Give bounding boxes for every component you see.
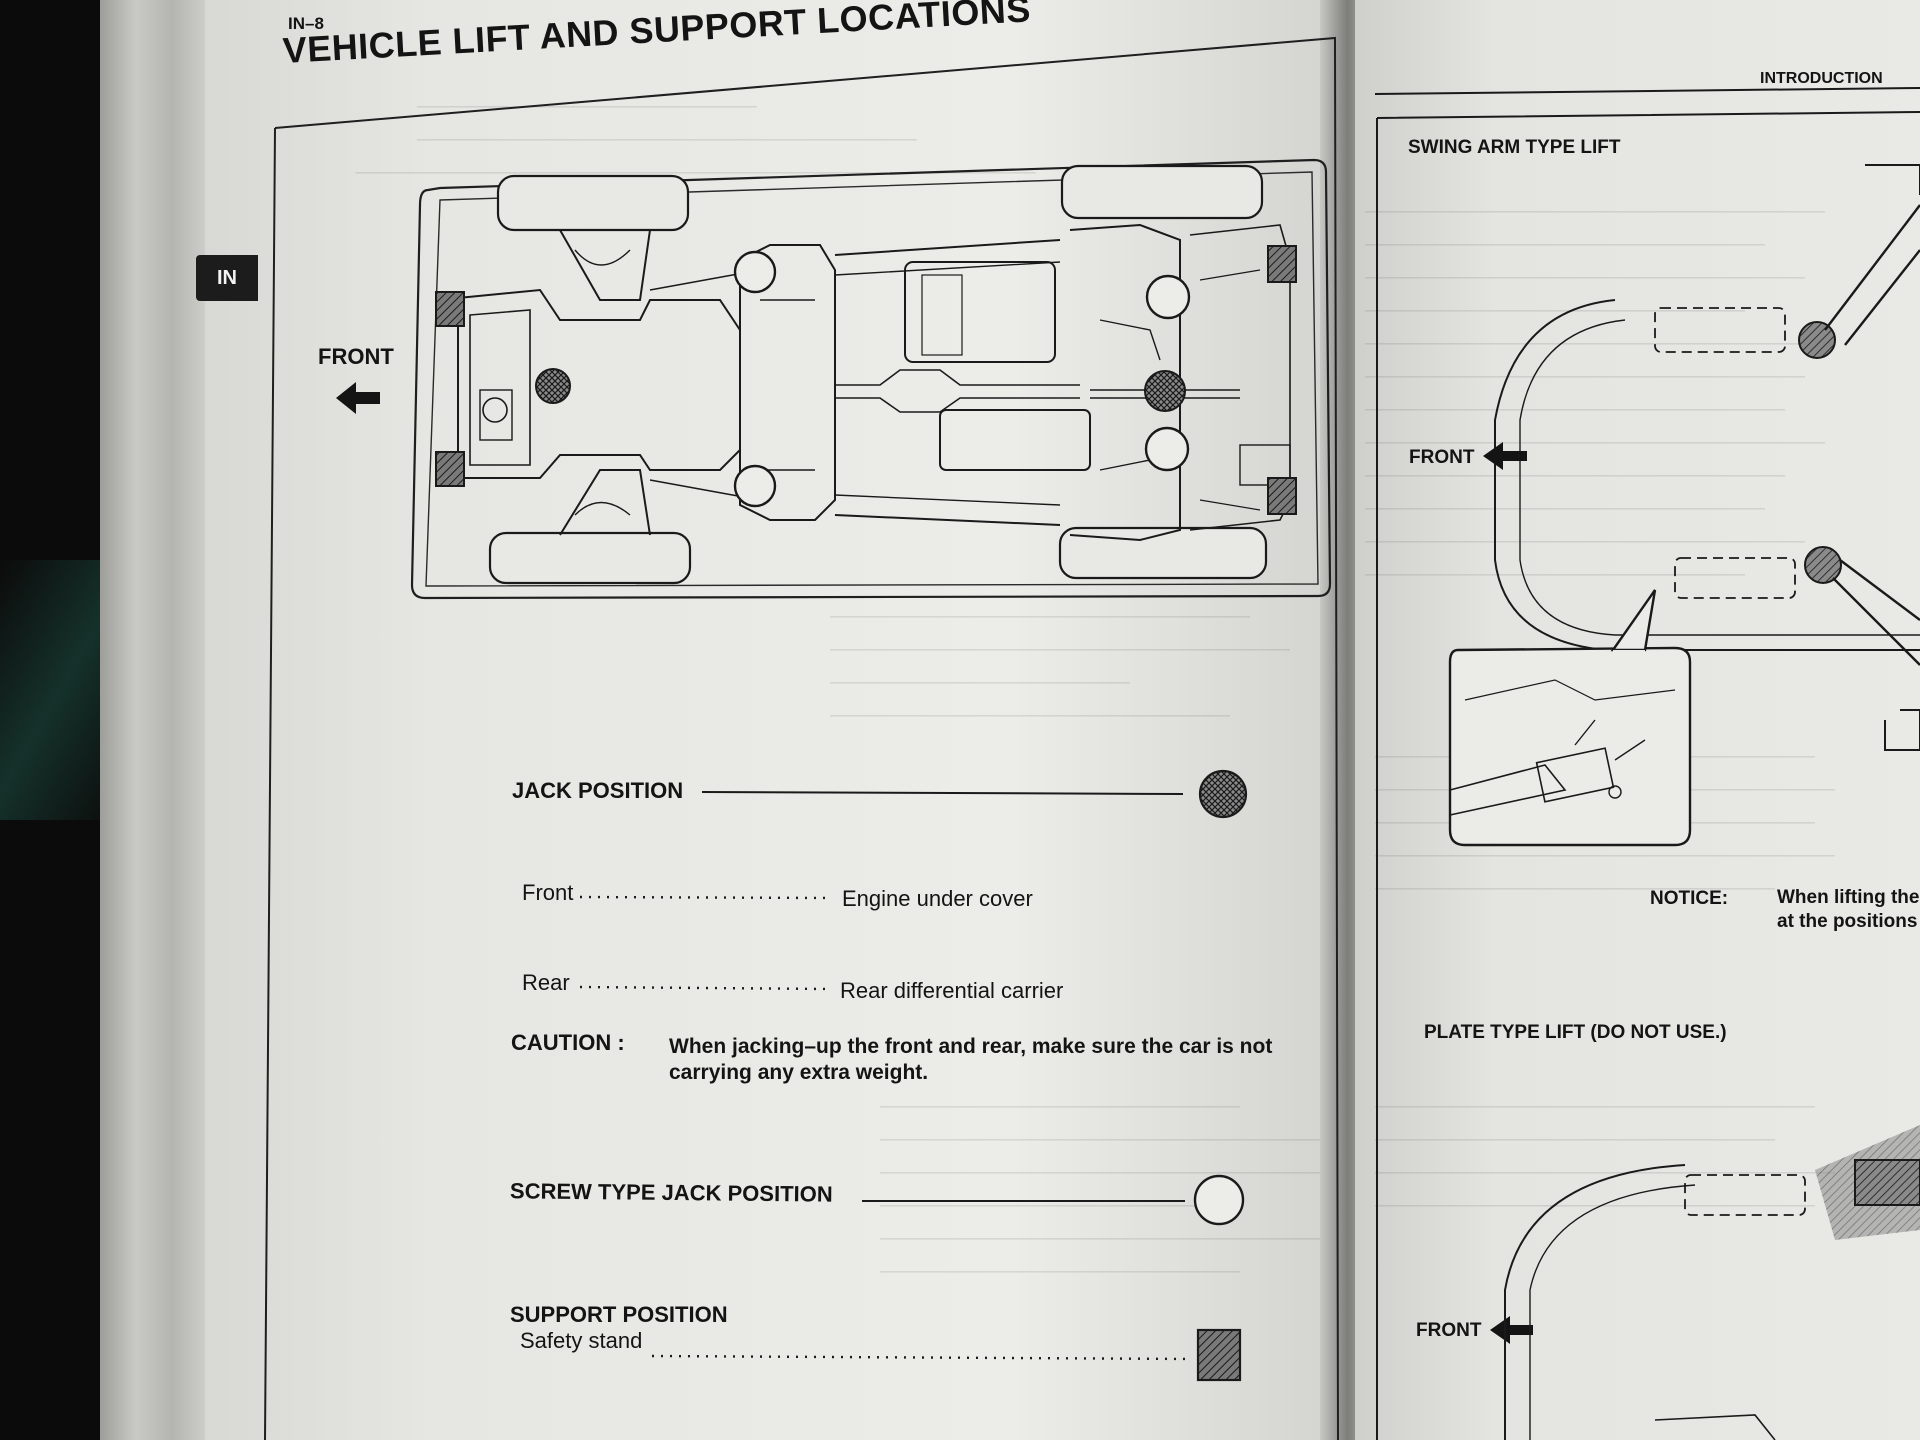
support-position-symbol — [1196, 1328, 1242, 1382]
front-right-wheel — [488, 531, 692, 585]
rear-value: Rear differential carrier — [840, 978, 1064, 1003]
notice-label: NOTICE: — [1650, 888, 1729, 909]
screw-jack-position — [733, 464, 777, 508]
support-position-label: SUPPORT POSITION — [510, 1302, 728, 1327]
plate-lift-title: PLATE TYPE LIFT (DO NOT USE.) — [1424, 1022, 1727, 1043]
support-position — [435, 451, 465, 487]
screw-jack-position-label: SCREW TYPE JACK POSITION — [509, 1178, 833, 1207]
caution-text: When jacking–up the front and rear, make… — [669, 1035, 1273, 1084]
rear-right-wheel — [1058, 526, 1268, 580]
front-arrow-icon — [1483, 442, 1527, 470]
right-page: ——————————————————————— ————————————————… — [1355, 0, 1920, 1440]
front-label-swing: FRONT — [1409, 447, 1475, 468]
screw-jack-position — [1144, 426, 1190, 472]
screw-jack-position — [733, 250, 777, 294]
diagram-front-label: FRONT — [318, 344, 394, 369]
rear-label: Rear — [522, 970, 570, 995]
page-number: IN–8 — [288, 14, 324, 33]
front-arrow-icon — [1490, 1316, 1533, 1344]
support-position — [435, 291, 465, 327]
lift-diagrams — [1374, 87, 1920, 1440]
safety-stand-label: Safety stand — [520, 1328, 643, 1353]
jack-position-rear — [1144, 370, 1186, 412]
section-tab-in: IN — [196, 255, 258, 301]
caution-label: CAUTION : — [511, 1030, 625, 1055]
book-page-stack — [100, 0, 220, 1440]
swing-arm-title: SWING ARM TYPE LIFT — [1408, 137, 1621, 158]
front-left-wheel — [496, 174, 690, 232]
support-position — [1267, 245, 1297, 283]
chassis-diagram — [264, 36, 1339, 1440]
notice-line-1: When lifting the — [1777, 887, 1920, 908]
jack-position-front — [535, 368, 571, 404]
screw-jack-symbol — [1193, 1174, 1245, 1226]
front-value: Engine under cover — [842, 886, 1033, 911]
jack-position-symbol — [1198, 769, 1248, 819]
jack-position-label: JACK POSITION — [512, 778, 684, 803]
front-label: Front — [522, 880, 574, 905]
front-label-plate: FRONT — [1416, 1320, 1482, 1341]
front-arrow-icon — [336, 382, 380, 414]
right-page-header: INTRODUCTION — [1760, 70, 1883, 87]
screw-jack-position — [1145, 274, 1191, 320]
notice-line-2: at the positions — [1777, 911, 1918, 932]
rear-left-wheel — [1060, 164, 1264, 220]
support-position — [1267, 477, 1297, 515]
